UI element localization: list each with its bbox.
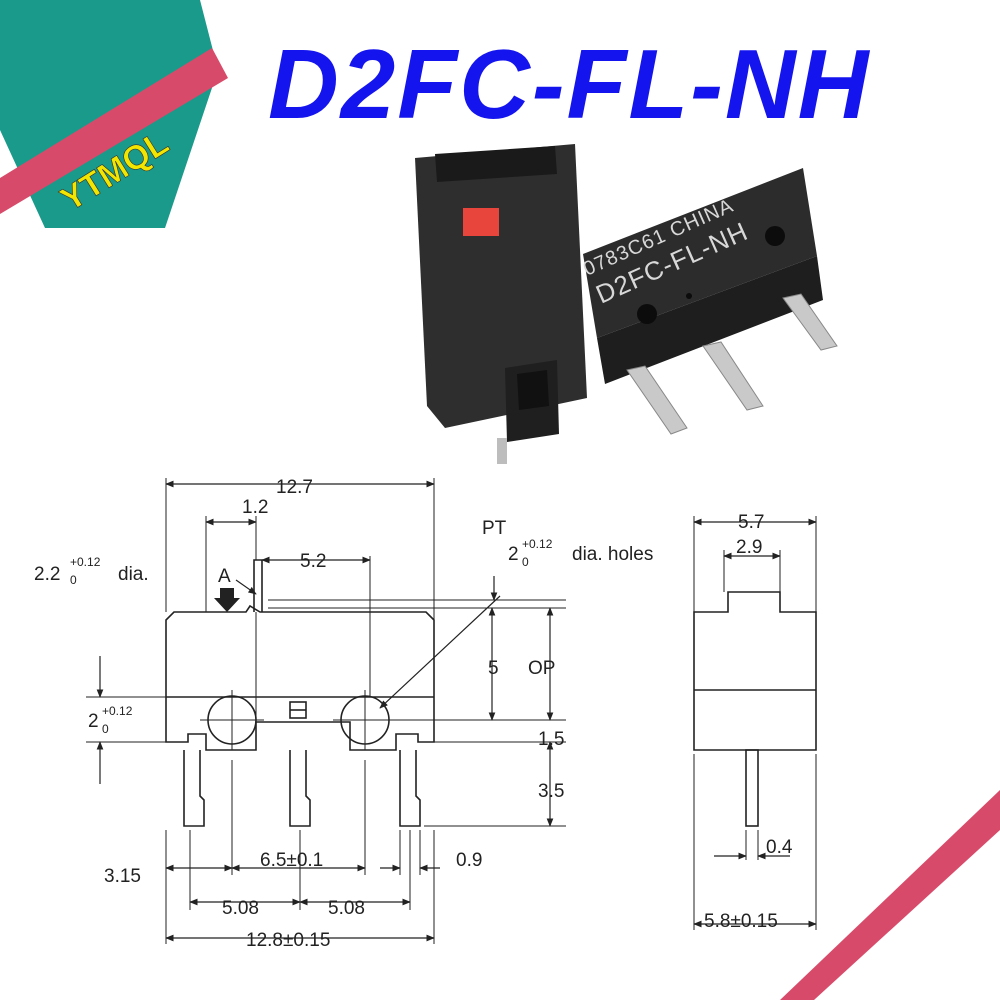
label-left-2-sub: 0: [102, 722, 109, 736]
label-12-7: 12.7: [276, 477, 313, 498]
label-12-8: 12.8±0.15: [246, 930, 330, 951]
label-0-4: 0.4: [766, 837, 793, 858]
label-3-5: 3.5: [538, 781, 564, 802]
front-switch-body: [415, 144, 587, 464]
corner-ribbon: [780, 790, 1000, 1000]
product-title: D2FC-FL-NH: [268, 29, 871, 139]
label-5-7: 5.7: [738, 512, 764, 533]
label-op: OP: [528, 658, 555, 679]
label-holes-dia-unit: dia. holes: [572, 544, 653, 565]
brand-logo: YTMQL: [0, 0, 228, 228]
label-holes-dia: 2: [508, 544, 519, 565]
label-1-2: 1.2: [242, 497, 268, 518]
leader-holes: [379, 595, 501, 709]
terminal-left: [183, 750, 205, 827]
label-2-9: 2.9: [736, 537, 762, 558]
label-5-08-left: 5.08: [222, 898, 259, 919]
label-actuator-dia: 2.2: [34, 564, 60, 585]
front-view-body: [165, 604, 435, 751]
dimension-drawing: A: [34, 477, 817, 951]
label-left-2-sup: +0.12: [102, 704, 133, 718]
terminal-right: [399, 750, 421, 827]
label-5: 5: [488, 658, 499, 679]
rear-switch-body: 0783C61 CHINA D2FC-FL-NH: [580, 168, 838, 435]
terminal-center: [289, 750, 311, 827]
photo-plunger: [463, 208, 499, 236]
actuation-arrow-icon: [214, 588, 240, 612]
label-holes-dia-sup: +0.12: [522, 537, 553, 551]
label-5-2: 5.2: [300, 551, 326, 572]
label-5-8: 5.8±0.15: [704, 911, 778, 932]
label-3-15: 3.15: [104, 866, 141, 887]
label-actuator-dia-unit: dia.: [118, 564, 149, 585]
product-photo: 0783C61 CHINA D2FC-FL-NH: [415, 144, 838, 464]
label-5-08-right: 5.08: [328, 898, 365, 919]
label-actuator-dia-sub: 0: [70, 573, 77, 587]
label-6-5: 6.5±0.1: [260, 850, 323, 871]
label-holes-dia-sub: 0: [522, 555, 529, 569]
label-left-2: 2: [88, 711, 99, 732]
label-actuator-dia-sup: +0.12: [70, 555, 101, 569]
side-view-terminal: [745, 749, 759, 827]
label-pt: PT: [482, 518, 507, 539]
label-1-5: 1.5: [538, 729, 564, 750]
label-0-9: 0.9: [456, 850, 482, 871]
side-view-body: [693, 591, 817, 751]
arrow-label: A: [218, 566, 231, 587]
